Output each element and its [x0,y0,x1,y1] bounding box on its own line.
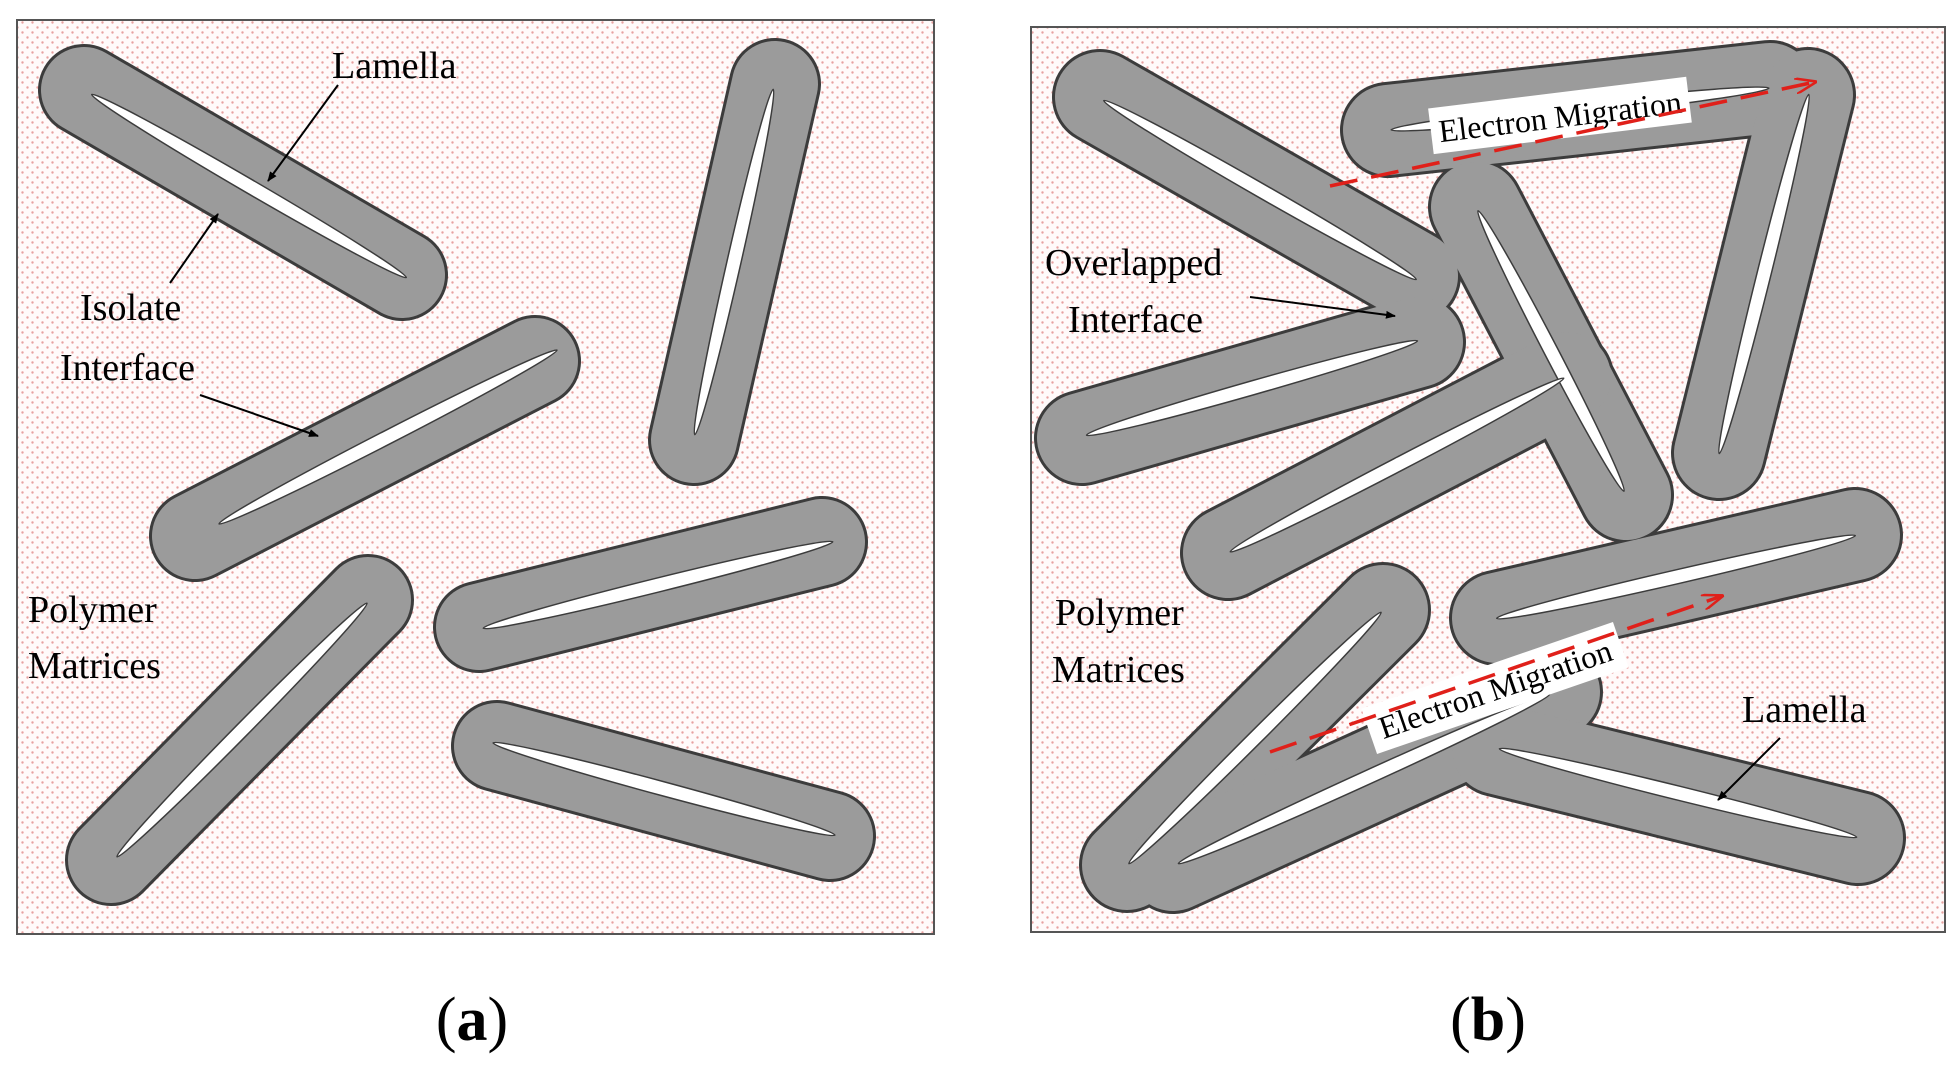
lamella-leader-b [1717,737,1781,801]
interface-leader-a [199,394,319,437]
lamella-b7 [1495,534,1857,620]
panel-a-platelets [38,38,876,906]
label-interface-b: Interface [1068,299,1203,341]
lamella-b4 [1717,93,1811,455]
label-polymer-b: Polymer [1055,592,1184,634]
label-polymer-a: Polymer [28,589,157,631]
migration-top-box [1428,76,1692,155]
lamella-a5 [482,540,834,630]
lamella-b10 [1498,747,1858,839]
lamella-b1 [1103,99,1417,281]
lamella-b5 [1477,210,1625,492]
lamella-a1 [90,93,408,279]
panel-b: Electron Migration Electron Migration Ov… [1030,26,1946,1054]
caption-b: (b) [1450,986,1526,1054]
migration-bottom-box [1361,622,1629,754]
label-lamella-a: Lamella [332,45,457,87]
lamella-b8 [1128,611,1382,865]
label-overlapped-b: Overlapped [1045,242,1222,284]
caption-a: (a) [436,986,508,1054]
lamella-b6 [1229,377,1565,553]
lamella-a3 [693,88,775,436]
label-lamella-b: Lamella [1742,689,1867,731]
lamella-leader-a [267,84,339,182]
label-matrices-a: Matrices [28,645,161,687]
label-interface-a: Interface [60,347,195,389]
panel-a: Lamella Isolate Interface Polymer Matric… [16,19,935,1054]
panel-b-platelets [1034,40,1906,914]
label-matrices-b: Matrices [1052,649,1185,691]
lamella-a4 [116,602,368,858]
lamella-b2 [1085,339,1419,437]
overlapped-leader-b [1249,296,1396,319]
isolate-leader-a [169,213,219,284]
lamella-a6 [492,741,836,837]
migration-bottom-arrow [1269,596,1722,754]
label-isolate-a: Isolate [80,287,181,329]
lamella-a2 [218,349,558,525]
